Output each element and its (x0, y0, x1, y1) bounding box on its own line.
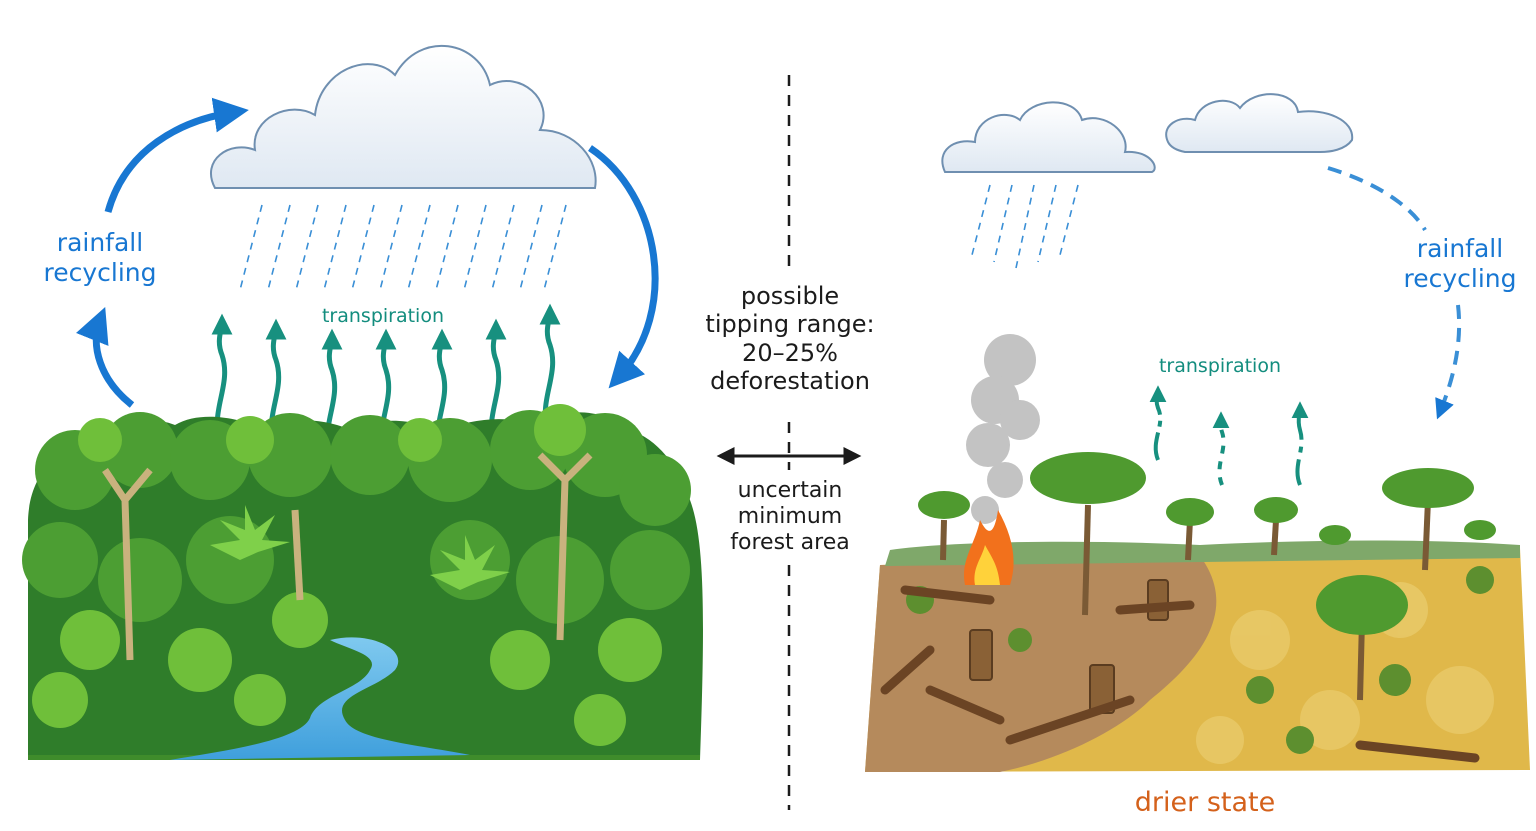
rainfall-recycling-label-left: rainfall recycling (35, 228, 165, 287)
sparse-trees (918, 452, 1496, 701)
rainfall-recycling-label-right: rainfall recycling (1395, 234, 1525, 293)
right-rainfall-recycling-arrow-down (1435, 304, 1462, 420)
fallen-logs (880, 585, 1480, 763)
tipping-line-3: 20–25% (742, 338, 838, 367)
tipping-range-label: possible tipping range: 20–25% deforesta… (690, 282, 890, 395)
minimum-line-1: uncertain (737, 478, 843, 503)
right-light-cloud (1165, 93, 1354, 153)
left-rain-cloud (210, 44, 597, 189)
rainfall-recycling-line-2: recycling (43, 257, 157, 287)
minimum-line-3: forest area (730, 529, 850, 555)
right-rainfall-recycling-arrow-top (1327, 166, 1427, 232)
rainfall-recycling-arrow-down (588, 145, 659, 389)
left-rain-streaks (239, 204, 567, 291)
rainfall-recycling-right-line-2: recycling (1403, 263, 1517, 293)
minimum-line-2: minimum (737, 503, 843, 529)
tipping-line-4: deforestation (710, 366, 870, 395)
rainfall-recycling-arrow-top (104, 97, 249, 213)
tipping-line-2: tipping range: (705, 310, 875, 339)
right-rain-cloud (941, 101, 1156, 173)
transpiration-label-left: transpiration (321, 305, 445, 327)
rainfall-recycling-arrow-up (75, 306, 135, 408)
fire-icon (963, 510, 1014, 585)
right-transpiration-arrows (1149, 385, 1309, 486)
tipping-line-1: possible (740, 282, 840, 310)
rainfall-recycling-right-line-1: rainfall (1416, 234, 1504, 263)
minimum-area-label: uncertain minimum forest area (700, 478, 880, 556)
right-rain-streaks (971, 184, 1079, 269)
rainfall-recycling-line-1: rainfall (56, 228, 144, 257)
river (170, 637, 470, 760)
transpiration-label-right: transpiration (1158, 355, 1282, 377)
smoke-plume (966, 334, 1040, 524)
rainforest (22, 404, 703, 760)
drier-state-label: drier state (1134, 787, 1276, 818)
